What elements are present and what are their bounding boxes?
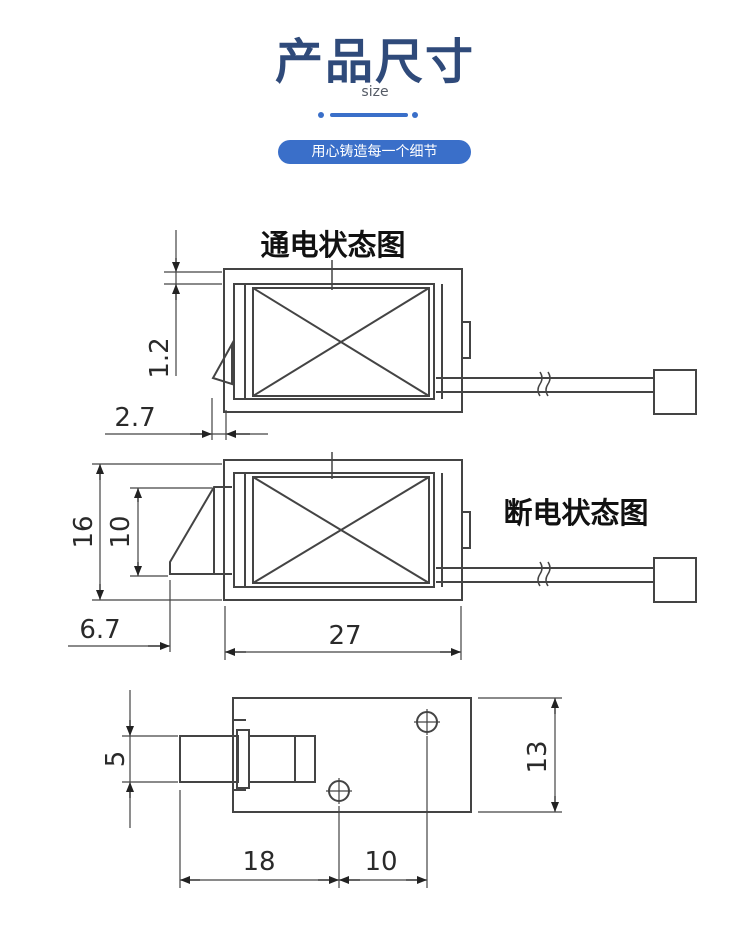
dim-10-bottom: 10 <box>364 847 397 877</box>
energized-plunger <box>211 340 233 386</box>
deenergized-connector <box>653 557 697 603</box>
dim-27: 27 <box>328 621 361 651</box>
dim-6-7: 6.7 <box>79 615 120 645</box>
dim-1-2: 1.2 <box>145 337 175 378</box>
slogan-badge: 用心铸造每一个细节 <box>278 140 471 164</box>
energized-label: 通电状态图 <box>260 228 405 262</box>
energized-connector <box>653 369 697 415</box>
dim-13: 13 <box>523 740 553 773</box>
underline-dot-right <box>412 112 418 118</box>
top-view-body <box>232 697 472 813</box>
deenergized-coil <box>252 476 430 584</box>
page-title: 产品尺寸 <box>274 34 475 90</box>
top-view <box>122 690 562 888</box>
dim-10-side: 10 <box>106 515 136 548</box>
energized-view <box>105 230 697 440</box>
dim-16: 16 <box>69 515 99 548</box>
energized-coil <box>252 287 430 397</box>
title-underline <box>330 113 408 117</box>
page-subtitle: size <box>361 84 389 100</box>
deenergized-label: 断电状态图 <box>503 496 648 530</box>
top-view-plunger <box>179 735 239 783</box>
underline-dot-left <box>318 112 324 118</box>
dim-18: 18 <box>242 847 275 877</box>
deenergized-view <box>68 452 697 660</box>
dim-5: 5 <box>101 751 131 768</box>
dim-2-7: 2.7 <box>114 403 155 433</box>
deenergized-plunger <box>169 486 232 575</box>
